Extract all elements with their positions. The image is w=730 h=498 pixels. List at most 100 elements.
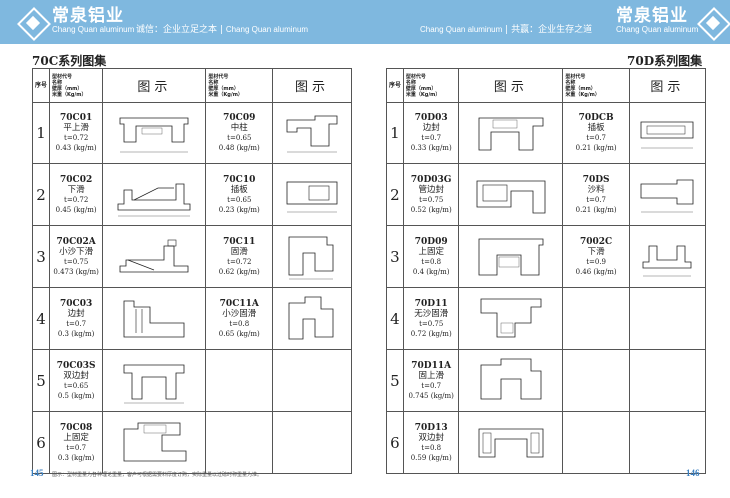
row-number: 1 (32, 102, 50, 164)
header-no: 序号 (386, 68, 404, 103)
profile-drawing (628, 163, 707, 226)
profile-drawing (458, 163, 564, 226)
profile-drawing (458, 411, 564, 474)
profile-drawing (458, 102, 564, 164)
row-number: 1 (386, 102, 404, 164)
row-number: 3 (386, 225, 404, 288)
profile-drawing (458, 349, 564, 412)
profile-drawing-empty (628, 349, 707, 412)
profile-table-left: 序号 型材代号名称壁厚（mm）米重（Kg/m） 图示 型材代号名称壁厚（mm）米… (32, 68, 352, 474)
header-figure: 图示 (628, 68, 707, 103)
header-figure: 图示 (272, 68, 352, 103)
slogan-left-en: Chang Quan aluminum (225, 25, 309, 34)
row-number: 5 (32, 349, 50, 412)
row-number: 4 (32, 287, 50, 350)
section-title-left: 70C系列图集 (32, 54, 107, 68)
profile-info (562, 287, 630, 350)
header-info: 型材代号名称壁厚（mm）米重（Kg/m） (48, 68, 104, 103)
logo-text-zh: 常泉铝业 (616, 6, 688, 26)
row-number: 5 (386, 349, 404, 412)
header-info: 型材代号名称壁厚（mm）米重（Kg/m） (562, 68, 630, 103)
profile-info (205, 349, 274, 412)
row-number: 3 (32, 225, 50, 288)
profile-drawing (102, 225, 207, 288)
logo-mark-icon (17, 6, 51, 41)
header-info: 型材代号名称壁厚（mm）米重（Kg/m） (205, 68, 274, 103)
profile-info (205, 411, 274, 474)
page-number-left: 145 (30, 468, 44, 478)
slogan-left: 诚信：企业立足之本 | Chang Quan aluminum (136, 25, 309, 35)
header-info: 型材代号名称壁厚（mm）米重（Kg/m） (402, 68, 460, 103)
row-number: 6 (32, 411, 50, 474)
profile-drawing (102, 411, 207, 474)
profile-drawing (628, 102, 707, 164)
profile-drawing (102, 163, 207, 226)
slogan-right: Chang Quan aluminum | 共赢：企业生存之道 (420, 25, 593, 35)
brand-logo-left: 常泉铝业 Chang Quan aluminum (17, 6, 134, 41)
profile-drawing-empty (628, 411, 707, 474)
row-number: 4 (386, 287, 404, 350)
header-figure: 图示 (102, 68, 207, 103)
brand-logo-right: 常泉铝业 Chang Quan aluminum (612, 6, 730, 41)
section-title-right: 70D系列图集 (627, 54, 703, 68)
profile-info (562, 349, 630, 412)
profile-drawing (272, 163, 352, 226)
profile-drawing (272, 102, 352, 164)
profile-info (562, 411, 630, 474)
profile-drawing (458, 287, 564, 350)
slogan-right-en: Chang Quan aluminum (420, 25, 503, 34)
page-number-right: 146 (686, 468, 700, 478)
slogan-right-zh: 共赢：企业生存之道 (511, 25, 593, 35)
profile-drawing (272, 225, 352, 288)
profile-drawing (102, 349, 207, 412)
slogan-left-zh: 诚信：企业立足之本 (136, 25, 218, 35)
row-number: 2 (32, 163, 50, 226)
profile-drawing-empty (272, 349, 352, 412)
profile-drawing-empty (628, 287, 707, 350)
logo-text-zh: 常泉铝业 (52, 6, 124, 26)
profile-table-right: 序号 型材代号名称壁厚（mm）米重（Kg/m） 图示 型材代号名称壁厚（mm）米… (386, 68, 707, 474)
profile-drawing (628, 225, 707, 288)
footnote: 图示：型材重量为各种理论重量，客户可根据需要料厚度订购，实际重量以过磅时称重量为… (52, 472, 263, 478)
profile-drawing (458, 225, 564, 288)
table-header-row: 序号 型材代号名称壁厚（mm）米重（Kg/m） 图示 型材代号名称壁厚（mm）米… (386, 68, 707, 103)
profile-drawing-empty (272, 411, 352, 474)
row-number: 2 (386, 163, 404, 226)
logo-mark-icon (697, 6, 730, 41)
table-header-row: 序号 型材代号名称壁厚（mm）米重（Kg/m） 图示 型材代号名称壁厚（mm）米… (32, 68, 352, 103)
row-number: 6 (386, 411, 404, 474)
header-no: 序号 (32, 68, 50, 103)
profile-drawing (102, 287, 207, 350)
logo-text-en: Chang Quan aluminum (616, 25, 699, 34)
